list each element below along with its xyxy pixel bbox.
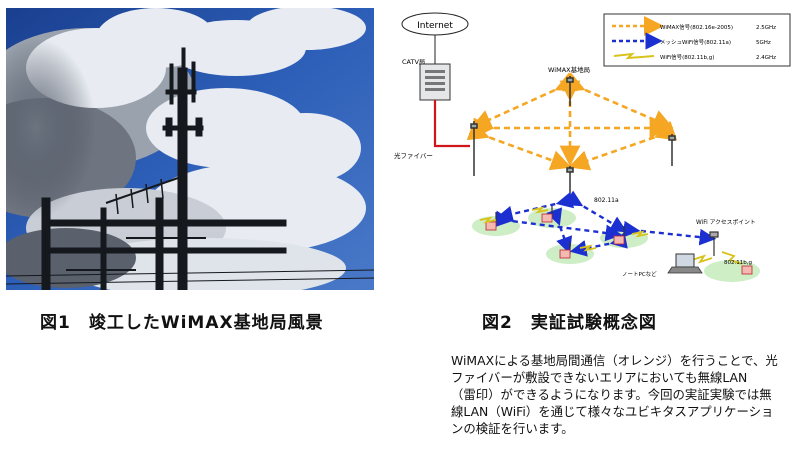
legend-wimax-label: WiMAX信号(802.16e-2005) [660,23,733,31]
catv-station: CATV局 [402,58,451,101]
concept-diagram-svg: Internet CATV局 光ファイバー WiMAX信号(802.16e-20… [394,12,791,282]
legend-mesh-label: メッシュWiFi信号(802.11a) [660,38,731,46]
legend-mesh-band: 5GHz [756,40,771,46]
internet-label: Internet [417,21,453,31]
description-text: WiMAXによる基地局間通信（オレンジ）を行うことで、光 ファイバーが敷設できな… [451,352,786,437]
figure2-caption: 図2 実証試験概念図 [482,313,657,333]
description-line: ンの検証を行います。 [451,421,574,436]
base-station-photo-image [6,8,374,290]
legend-wifi-swatch [613,52,655,60]
wimax-towers [470,76,676,202]
wifi-bolts [479,206,743,265]
legend-wifi-band: 2.4GHz [756,55,776,61]
wifi-band-label: 802.11b,g [724,260,752,266]
concept-diagram: Internet CATV局 光ファイバー WiMAX信号(802.16e-20… [392,6,794,286]
houses [485,213,753,275]
base-station-label: WiMAX基地局 [548,65,590,74]
mesh-label: 802.11a [594,197,619,204]
legend-wimax-band: 2.5GHz [756,25,776,31]
description-line: ファイバーが敷設できないエリアにおいても無線LAN [451,370,748,385]
figure1-caption: 図1 竣工したWiMAX基地局風景 [40,313,324,333]
pc-label: ノートPCなど [622,270,657,278]
catv-label: CATV局 [402,58,425,66]
ap-label: WiFi アクセスポイント [696,218,756,226]
description-line: WiMAXによる基地局間通信（オレンジ）を行うことで、光 [451,353,778,368]
legend-wifi-label: WiFi信号(802.11b,g) [660,53,714,61]
fiber-label: 光ファイバー [394,151,433,160]
internet-cloud: Internet [401,12,469,36]
laptop-icon [667,253,703,274]
legend: WiMAX信号(802.16e-2005) 2.5GHz メッシュWiFi信号(… [603,13,791,67]
base-station-photo [6,8,374,290]
fiber-line [433,100,470,148]
description-line: （雷印）ができるようになります。今回の実証実験では無 [451,387,772,402]
description-line: 線LAN（WiFi）を通じて様々なユビキタスアプリケーショ [451,404,774,419]
wimax-links [466,72,678,171]
